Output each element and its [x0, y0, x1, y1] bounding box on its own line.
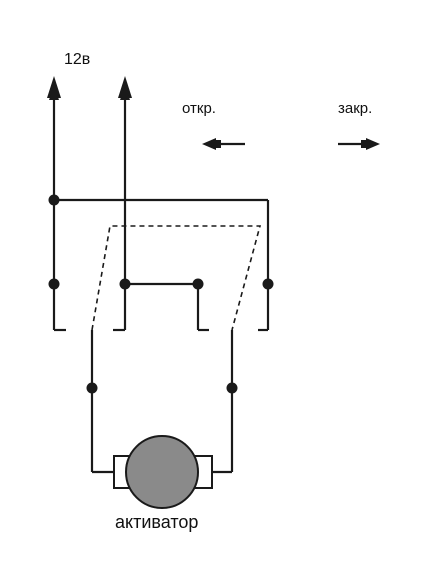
switch-linkage-dashed — [91, 225, 262, 331]
close-label: закр. — [338, 100, 372, 117]
motor-rotor — [125, 435, 199, 509]
supply-label: 12в — [64, 51, 90, 68]
close-arrow-icon — [338, 138, 380, 150]
motor-leads — [90, 330, 234, 474]
upper-bridge-wire — [54, 198, 270, 332]
switch-contacts — [54, 282, 209, 332]
open-arrow-icon — [202, 138, 245, 150]
motor-symbol — [113, 435, 213, 509]
junction-dot — [262, 278, 274, 290]
supply-arrow-right — [118, 76, 132, 330]
junction-dot — [48, 194, 60, 206]
supply-arrow-left — [47, 76, 61, 330]
junction-dot — [119, 278, 131, 290]
open-label: откр. — [182, 100, 216, 117]
motor-label: активатор — [115, 512, 198, 532]
junction-dot — [192, 278, 204, 290]
junction-dot — [48, 278, 60, 290]
